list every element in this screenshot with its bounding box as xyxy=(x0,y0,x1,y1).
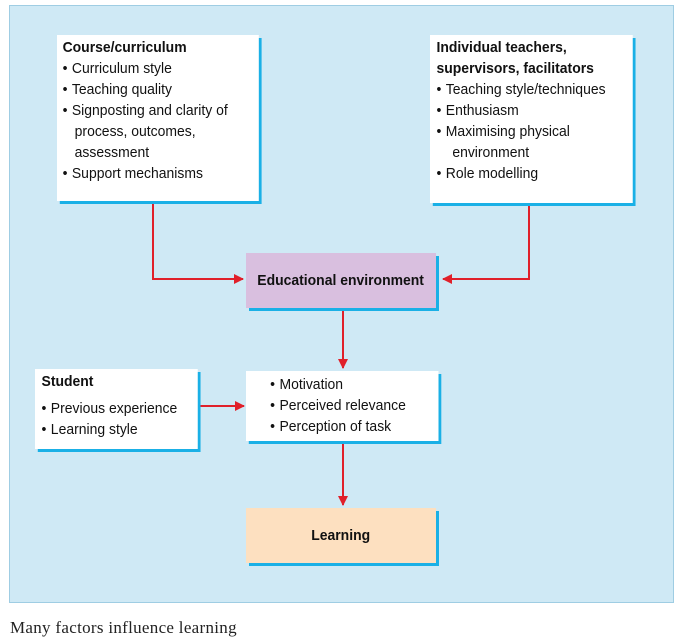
teachers-title: Individual teachers, supervisors, facili… xyxy=(436,39,594,77)
course-curriculum-box: Course/curriculum Curriculum style Teach… xyxy=(57,35,259,201)
teachers-item: Role modelling xyxy=(437,163,627,184)
student-item: Learning style xyxy=(42,419,192,440)
motivation-box: Motivation Perceived relevance Perceptio… xyxy=(246,371,439,441)
motivation-item: Perception of task xyxy=(270,416,414,437)
course-item: Teaching quality xyxy=(63,79,254,100)
teachers-item: Teaching style/techniques xyxy=(437,79,627,100)
motivation-item: Perceived relevance xyxy=(270,395,414,416)
teachers-item: Maximising physical environment xyxy=(437,121,627,163)
learning-box: Learning xyxy=(246,508,436,563)
figure-caption: Many factors influence learning xyxy=(10,618,237,637)
teachers-item: Enthusiasm xyxy=(437,100,627,121)
motivation-item: Motivation xyxy=(270,374,414,395)
course-item: Signposting and clarity of process, outc… xyxy=(63,100,254,163)
course-item: Curriculum style xyxy=(63,58,254,79)
arrow-course-to-environment xyxy=(152,201,244,284)
course-title: Course/curriculum xyxy=(62,39,187,56)
student-title: Student xyxy=(41,373,94,390)
course-item: Support mechanisms xyxy=(63,163,254,184)
arrow-teachers-to-environment xyxy=(442,203,530,284)
student-item: Previous experience xyxy=(42,398,192,419)
student-box: Student Previous experience Learning sty… xyxy=(35,369,198,449)
learning-label: Learning xyxy=(311,527,371,544)
environment-label: Educational environment xyxy=(257,272,425,289)
teachers-box: Individual teachers, supervisors, facili… xyxy=(430,35,633,203)
educational-environment-box: Educational environment xyxy=(246,253,436,308)
